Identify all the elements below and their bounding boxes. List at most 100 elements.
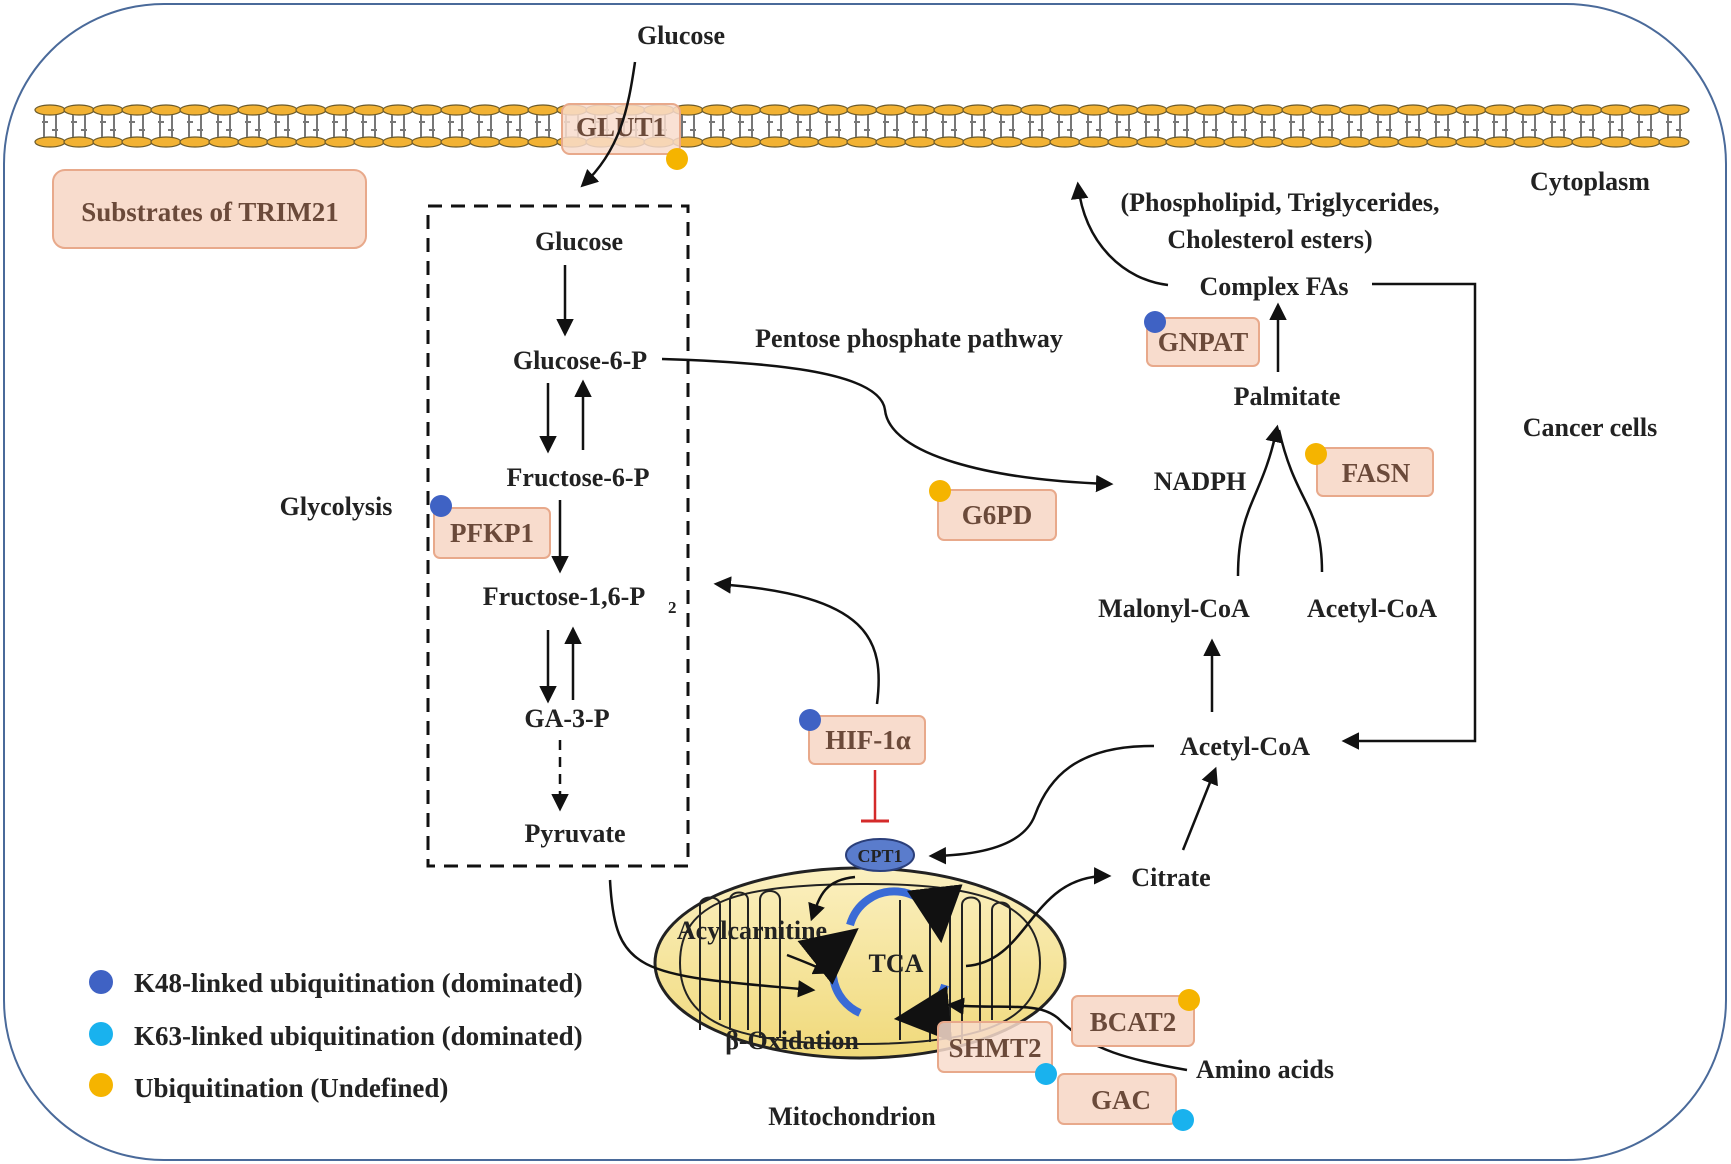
lipid-tail (825, 115, 841, 137)
k63-ubiquitination-dot (1035, 1063, 1057, 1085)
substrates-label: Substrates of TRIM21 (81, 197, 339, 227)
lipid-head (817, 104, 849, 116)
lipid-tail (390, 115, 406, 137)
glucose-label: Glucose (535, 227, 623, 256)
arrow-complex-fas-to-acetyl-coa (1341, 282, 1477, 750)
lipid-tail (1115, 115, 1131, 137)
lipid-tail (1376, 115, 1392, 137)
substrates-legend-box: Substrates of TRIM21 (52, 169, 367, 249)
lipid-head (1571, 104, 1603, 116)
lipid-head (1484, 136, 1516, 148)
lipid-tail (738, 115, 754, 137)
lipid-head (382, 104, 414, 116)
nadph-label: NADPH (1154, 467, 1246, 496)
g6pd-label: G6PD (962, 500, 1033, 530)
lipid-tail (303, 115, 319, 137)
lipid-tail (42, 115, 58, 137)
lipid-head (1223, 104, 1255, 116)
lipid-head (1049, 136, 1081, 148)
lipid-head (92, 136, 124, 148)
acetyl-coa-right-label: Acetyl-CoA (1307, 594, 1437, 623)
k48-ubiquitination-dot (1144, 311, 1166, 333)
lipid-head (1194, 136, 1226, 148)
lipid-head (1049, 104, 1081, 116)
ga-3-p-label: GA-3-P (524, 704, 609, 733)
legend: K48-linked ubiquitination (dominated) K6… (89, 968, 583, 1103)
legend-k48-dot (89, 970, 113, 994)
ppp-arrow (661, 357, 1114, 493)
fructose-6-p-label: Fructose-6-P (507, 463, 650, 492)
lipid-head (1397, 136, 1429, 148)
lipid-head (266, 104, 298, 116)
lipid-head (411, 104, 443, 116)
tca-cycle: TCA (797, 884, 963, 1042)
k63-ubiquitination-dot (1172, 1109, 1194, 1131)
pfkp1-label: PFKP1 (450, 518, 534, 548)
cancer-cells-label: Cancer cells (1523, 413, 1658, 442)
lipid-tail (71, 115, 87, 137)
lipid-tail (158, 115, 174, 137)
lipid-tail (680, 115, 696, 137)
lipid-head (150, 104, 182, 116)
lipid-head (1368, 136, 1400, 148)
lipid-tail (970, 115, 986, 137)
lipid-head (121, 104, 153, 116)
lipid-head (266, 136, 298, 148)
lipid-head (1107, 104, 1139, 116)
lipid-head (1281, 136, 1313, 148)
lipid-tail (1260, 115, 1276, 137)
arrow-malonyl-to-palmitate (1236, 424, 1283, 577)
lipid-head (817, 136, 849, 148)
arrow-cpt1-to-acylcarnitine (808, 875, 856, 922)
glucose-extracellular-label: Glucose (637, 21, 725, 50)
lipid-head (295, 136, 327, 148)
lipid-head (1600, 136, 1632, 148)
lipid-head (1339, 136, 1371, 148)
lipid-head (237, 104, 269, 116)
lipid-head (933, 104, 965, 116)
lipid-tail (941, 115, 957, 137)
lipid-head (1194, 104, 1226, 116)
cell-boundary (3, 3, 1727, 1161)
lipid-head (34, 104, 66, 116)
legend-undefined-label: Ubiquitination (Undefined) (134, 1073, 448, 1103)
lipid-head (63, 104, 95, 116)
lipid-tail (187, 115, 203, 137)
gnpat-protein: GNPAT (1144, 311, 1260, 367)
lipid-head (1426, 136, 1458, 148)
glucose-6-p-label: Glucose-6-P (513, 346, 647, 375)
lipid-tail (1231, 115, 1247, 137)
lipid-head (1600, 104, 1632, 116)
lipid-head (1310, 104, 1342, 116)
lipid-head (92, 104, 124, 116)
fructose-1-6-p2-subscript: 2 (668, 598, 677, 617)
pyruvate-label: Pyruvate (524, 819, 625, 848)
lipid-head (63, 136, 95, 148)
lipid-tail (477, 115, 493, 137)
lipid-head (1107, 136, 1139, 148)
hif1a-label: HIF-1α (825, 725, 911, 755)
arrow-acetyl-coa-to-cpt1 (928, 744, 1155, 865)
lipid-tail (332, 115, 348, 137)
lipid-head (179, 136, 211, 148)
lipid-head (1310, 136, 1342, 148)
glucose-uptake-arrow (580, 61, 637, 188)
gac-protein: GAC (1057, 1073, 1194, 1131)
lipid-head (208, 104, 240, 116)
lipid-head (1078, 136, 1110, 148)
lipid-head (1571, 136, 1603, 148)
lipid-head (469, 104, 501, 116)
malonyl-coa-label: Malonyl-CoA (1098, 594, 1250, 623)
legend-k63-dot (89, 1022, 113, 1046)
lipid-head (1658, 136, 1690, 148)
lipid-head (411, 136, 443, 148)
lipid-tail (1144, 115, 1160, 137)
fasn-label: FASN (1342, 458, 1411, 488)
lipid-head (1281, 104, 1313, 116)
legend-k63-label: K63-linked ubiquitination (dominated) (134, 1021, 583, 1051)
lipid-head (1426, 104, 1458, 116)
lipid-head (121, 136, 153, 148)
complex-fas-label: Complex FAs (1199, 272, 1348, 301)
amino-acids-label: Amino acids (1196, 1055, 1334, 1084)
lipid-head (875, 136, 907, 148)
